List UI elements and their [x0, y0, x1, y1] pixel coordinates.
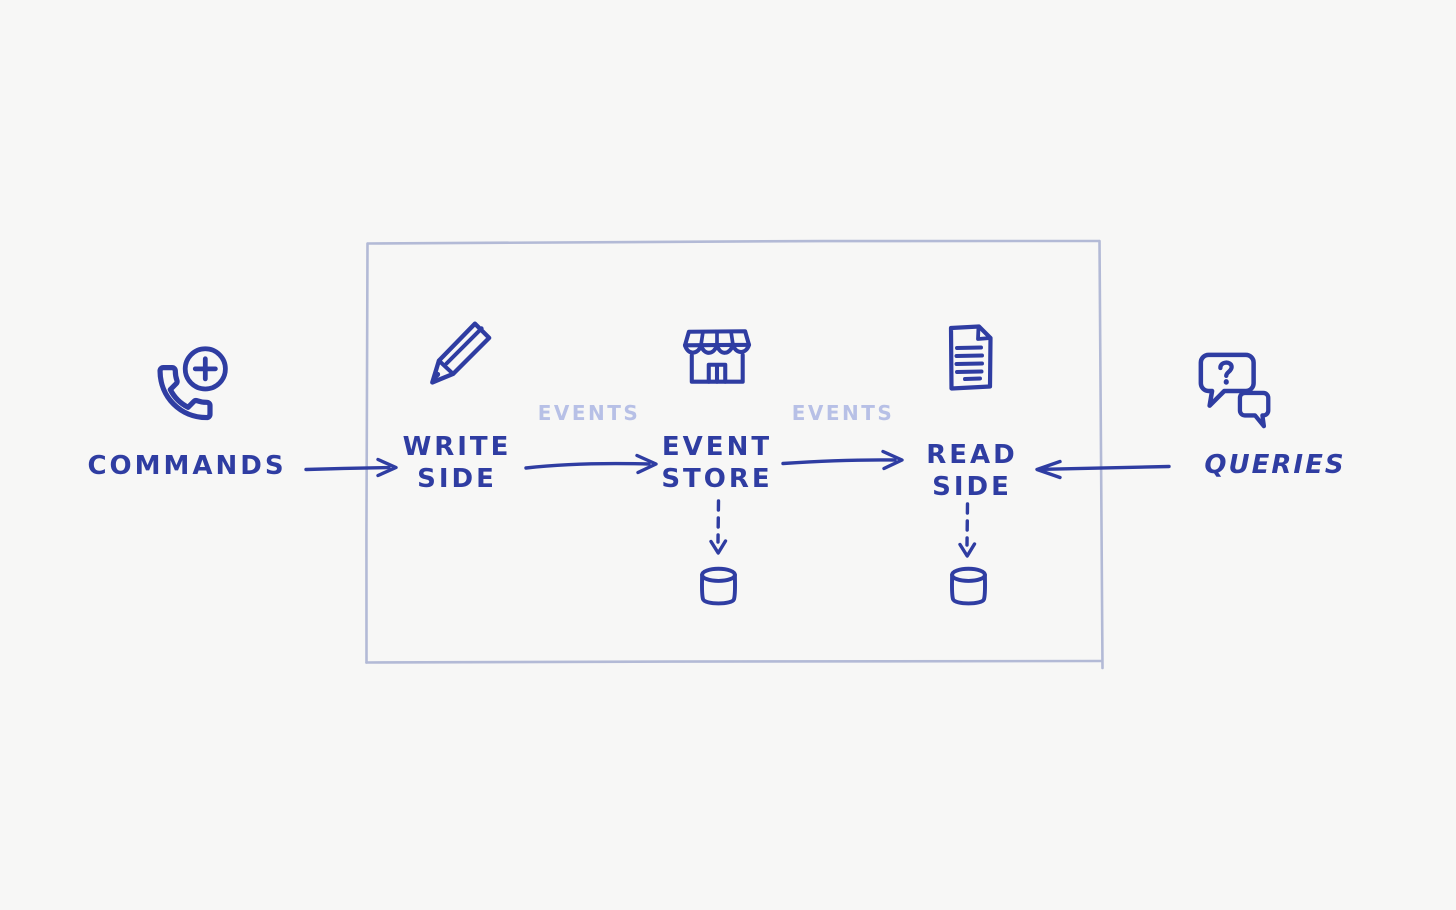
- read-side-line1: READ: [926, 440, 1018, 470]
- store-icon: [682, 329, 752, 384]
- dashed-arrow-event-store-to-db: [709, 499, 728, 555]
- arrow-queries-to-read-side: [1035, 459, 1171, 480]
- commands-label: COMMANDS: [87, 451, 287, 481]
- boundary-box: [365, 239, 1104, 670]
- read-side-line2: SIDE: [932, 472, 1012, 502]
- events-label-1: EVENTS: [537, 401, 641, 425]
- write-side-line2: SIDE: [417, 464, 497, 494]
- queries-label: QUERIES: [1204, 450, 1346, 480]
- arrow-event-store-to-read-side: [781, 449, 904, 471]
- database-icon: [699, 566, 738, 606]
- events-label-2: EVENTS: [791, 401, 895, 425]
- event-store-line2: STORE: [661, 464, 773, 494]
- pencil-icon: [430, 321, 492, 385]
- document-icon: [948, 324, 993, 391]
- arrow-commands-to-write-side: [304, 457, 398, 478]
- write-side-line1: WRITE: [402, 432, 512, 462]
- question-bubbles-icon: [1198, 352, 1271, 429]
- event-store-line1: EVENT: [661, 432, 773, 462]
- phone-add-icon: [146, 346, 228, 432]
- arrow-write-side-to-event-store: [524, 453, 658, 475]
- database-icon: [949, 566, 988, 606]
- dashed-arrow-read-side-to-db: [958, 502, 977, 558]
